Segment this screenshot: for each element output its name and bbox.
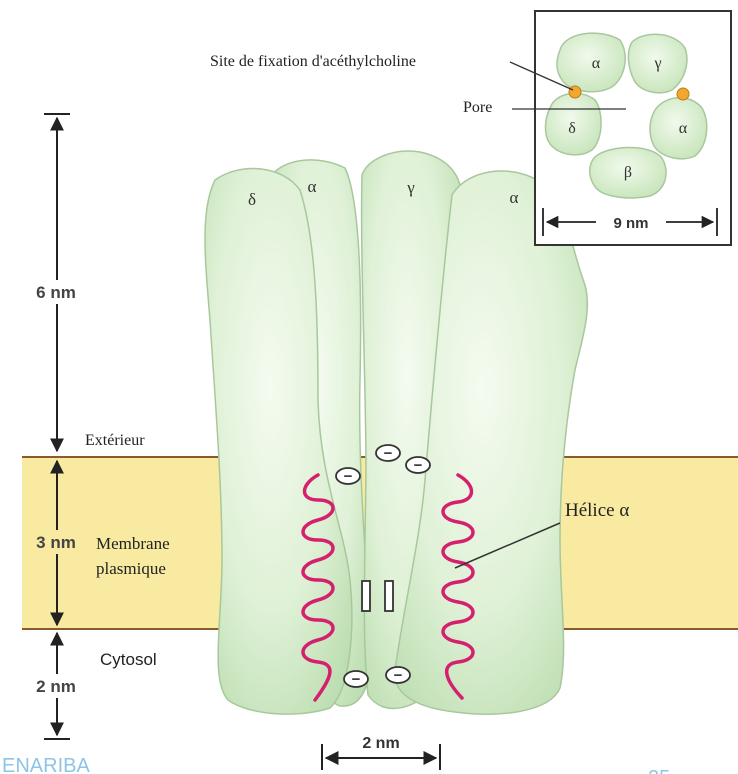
pore-gate-left xyxy=(362,581,370,611)
label-membrane-line1: Membrane xyxy=(96,534,170,553)
side-subunit-label-delta: δ xyxy=(248,190,256,209)
diameter-label: 9 nm xyxy=(613,215,648,232)
charge-sign-5: − xyxy=(394,667,403,684)
inset-label-gamma: γ xyxy=(653,55,661,72)
charge-sign-2: − xyxy=(384,445,393,462)
label-membrane-line2: plasmique xyxy=(96,559,166,578)
charge-sign-3: − xyxy=(414,457,423,474)
side-subunit-label-gamma: γ xyxy=(406,178,415,197)
inset-label-beta: β xyxy=(624,164,632,181)
acetylcholine-binding-site-left xyxy=(569,86,581,98)
height-label-membrane: 3 nm xyxy=(36,533,76,552)
side-subunit-label-alpha-front: α xyxy=(510,188,519,207)
top-view-inset: α γ δ α β 9 nm xyxy=(510,11,731,245)
pore-width-label: 2 nm xyxy=(362,735,399,752)
height-label-cytosolic: 2 nm xyxy=(36,677,76,696)
side-subunit-label-alpha-back: α xyxy=(308,177,317,196)
label-alpha-helix: Hélice α xyxy=(565,500,629,521)
label-cytosol: Cytosol xyxy=(100,650,157,669)
charge-sign-1: − xyxy=(344,468,353,485)
label-pore: Pore xyxy=(463,99,492,116)
label-binding-site: Site de fixation d'acéthylcholine xyxy=(210,53,416,70)
inset-label-alpha-right: α xyxy=(679,120,688,137)
height-dimension-lines xyxy=(44,114,70,739)
height-label-extracellular: 6 nm xyxy=(36,283,76,302)
watermark-text: ENARIBA xyxy=(2,755,90,774)
label-exterior: Extérieur xyxy=(85,432,145,449)
page-number: 25 xyxy=(648,767,670,774)
inset-label-delta: δ xyxy=(568,120,576,137)
inset-label-alpha-top: α xyxy=(592,55,601,72)
receptor-side-view xyxy=(205,151,587,714)
charge-sign-4: − xyxy=(352,671,361,688)
acetylcholine-binding-site-right xyxy=(677,88,689,100)
pore-gate-right xyxy=(385,581,393,611)
